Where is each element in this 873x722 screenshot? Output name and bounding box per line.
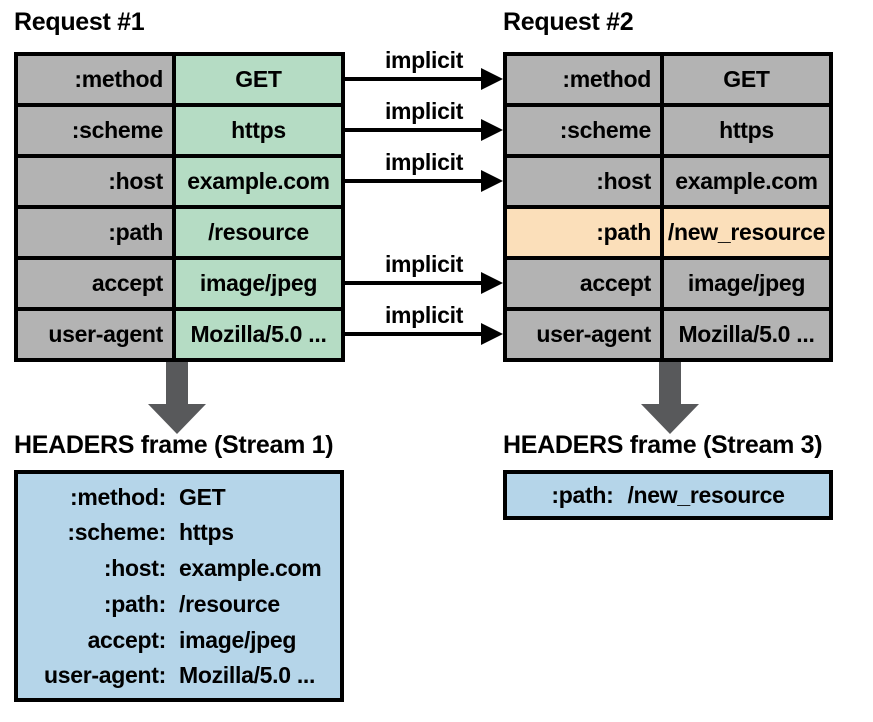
request2-table: :method GET :scheme https :host example.… — [503, 52, 833, 362]
header-name-cell: accept — [507, 260, 660, 307]
frame-header-name: :path: — [103, 590, 166, 617]
implicit-label: implicit — [384, 251, 464, 277]
frame-header-line: :scheme: https — [18, 517, 340, 547]
implicit-arrow-user-agent: implicit — [345, 302, 503, 346]
frame-header-value: /resource — [179, 590, 280, 617]
implicit-label: implicit — [384, 98, 464, 124]
header-name-cell: user-agent — [18, 311, 172, 358]
header-value-cell-highlighted: /new_resource — [664, 209, 829, 256]
arrow-head-icon — [481, 170, 503, 192]
header-name-cell: :host — [507, 158, 660, 205]
frame-header-line: :method: GET — [18, 482, 340, 512]
arrow-head-icon — [481, 68, 503, 90]
frame-header-line: accept: image/jpeg — [18, 625, 340, 655]
request1-table: :method GET :scheme https :host example.… — [14, 52, 345, 362]
frame-header-value: example.com — [179, 555, 322, 582]
frame-header-value: /new_resource — [627, 481, 785, 508]
header-value-cell: GET — [664, 56, 829, 103]
frame-header-line: :path: /resource — [18, 589, 340, 619]
implicit-arrow-scheme: implicit — [345, 98, 503, 142]
header-value-cell: https — [176, 107, 341, 154]
implicit-arrow-accept: implicit — [345, 251, 503, 295]
headers-frame-stream3-box: :path: /new_resource — [503, 470, 833, 520]
frame1-title: HEADERS frame (Stream 1) — [14, 431, 334, 459]
implicit-arrow-host: implicit — [345, 149, 503, 193]
header-name-cell: :scheme — [18, 107, 172, 154]
header-value-cell: Mozilla/5.0 ... — [176, 311, 341, 358]
header-name-cell: :method — [18, 56, 172, 103]
implicit-label: implicit — [384, 47, 464, 73]
frame-header-line: user-agent: Mozilla/5.0 ... — [18, 660, 340, 690]
frame-header-line: :host: example.com — [18, 553, 340, 583]
frame-header-value: image/jpeg — [179, 626, 297, 653]
down-arrow-stem — [659, 362, 681, 406]
header-value-cell: image/jpeg — [664, 260, 829, 307]
header-name-cell: :path — [18, 209, 172, 256]
frame3-title: HEADERS frame (Stream 3) — [503, 431, 823, 459]
arrow-line — [345, 179, 485, 183]
header-value-cell: GET — [176, 56, 341, 103]
header-name-cell: :method — [507, 56, 660, 103]
frame-header-name: :host: — [103, 555, 166, 582]
header-value-cell: Mozilla/5.0 ... — [664, 311, 829, 358]
arrow-line — [345, 332, 485, 336]
request2-title: Request #2 — [503, 8, 634, 36]
arrow-head-icon — [481, 323, 503, 345]
header-value-cell: example.com — [664, 158, 829, 205]
arrow-head-icon — [481, 119, 503, 141]
frame-header-value: https — [179, 519, 234, 546]
down-arrow-head — [641, 404, 699, 434]
arrow-line — [345, 281, 485, 285]
down-arrow-stem — [166, 362, 188, 406]
frame-header-name: :path: — [551, 481, 614, 508]
arrow-line — [345, 77, 485, 81]
header-value-cell: https — [664, 107, 829, 154]
frame-header-value: Mozilla/5.0 ... — [179, 662, 316, 689]
header-value-cell: example.com — [176, 158, 341, 205]
request1-title: Request #1 — [14, 8, 145, 36]
frame-header-name: :method: — [70, 483, 166, 510]
header-value-cell: image/jpeg — [176, 260, 341, 307]
frame-header-name: accept: — [87, 626, 167, 653]
arrow-head-icon — [481, 272, 503, 294]
frame-header-value: GET — [179, 483, 226, 510]
frame-header-name: user-agent: — [44, 662, 166, 689]
headers-frame-stream1-box: :method: GET :scheme: https :host: examp… — [14, 470, 344, 702]
header-name-cell: accept — [18, 260, 172, 307]
header-name-cell: user-agent — [507, 311, 660, 358]
header-value-cell: /resource — [176, 209, 341, 256]
down-arrow-icon — [641, 362, 699, 434]
implicit-arrow-method: implicit — [345, 47, 503, 91]
implicit-label: implicit — [384, 149, 464, 175]
frame-header-name: :scheme: — [67, 519, 166, 546]
down-arrow-icon — [148, 362, 206, 434]
header-name-cell-highlighted: :path — [507, 209, 660, 256]
arrow-line — [345, 128, 485, 132]
down-arrow-head — [148, 404, 206, 434]
header-name-cell: :host — [18, 158, 172, 205]
implicit-label: implicit — [384, 302, 464, 328]
header-name-cell: :scheme — [507, 107, 660, 154]
